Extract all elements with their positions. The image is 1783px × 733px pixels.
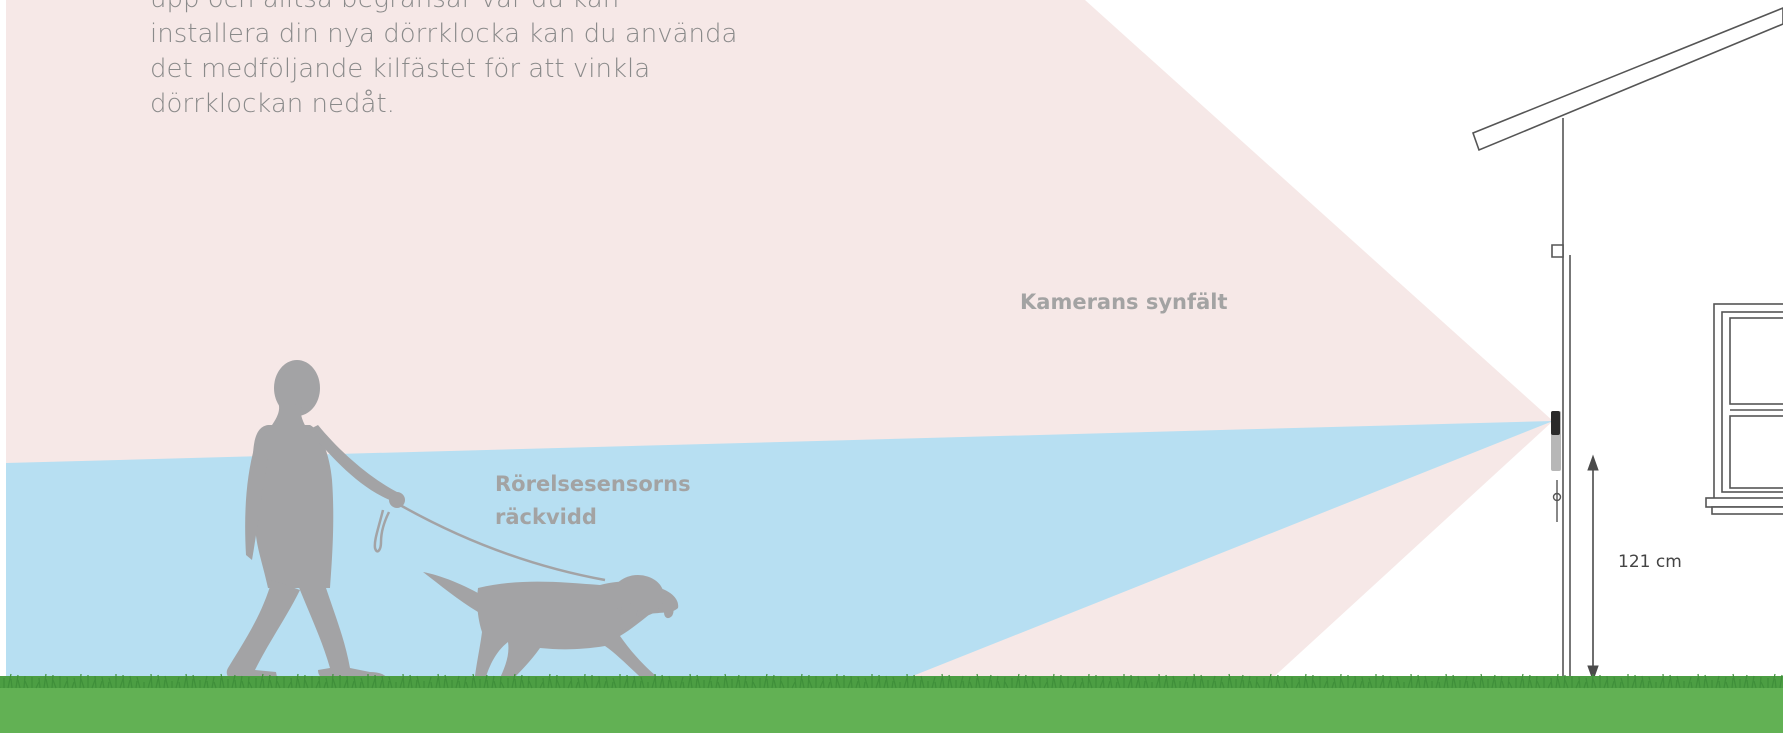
house [1471, 7, 1783, 685]
intro-text: upp och alltså begränsar var du kan inst… [150, 0, 790, 122]
grass-ground [0, 673, 1783, 733]
intro-line: upp och alltså begränsar var du kan [150, 0, 790, 17]
motion-range-label-line1: Rörelsesensorns [495, 472, 691, 496]
intro-line: installera din nya dörrklocka kan du anv… [150, 19, 738, 49]
mount-height-label: 121 cm [1618, 552, 1682, 572]
dog-leash [373, 503, 606, 582]
intro-line: det medföljande kilfästet för att vinkla [150, 54, 651, 84]
roof [1471, 7, 1783, 152]
window-sill [1705, 497, 1783, 508]
camera-field-label: Kamerans synfält [1020, 290, 1228, 314]
doorbell-camera [1551, 411, 1560, 435]
height-dimension-arrow [1587, 454, 1599, 682]
dog-silhouette [423, 572, 679, 684]
man-silhouette [226, 360, 405, 682]
motion-range-label-line2: räckvidd [495, 505, 597, 529]
wall-trim [1551, 244, 1564, 258]
motion-range-area [6, 421, 1553, 685]
intro-line: dörrklockan nedåt. [150, 89, 395, 119]
